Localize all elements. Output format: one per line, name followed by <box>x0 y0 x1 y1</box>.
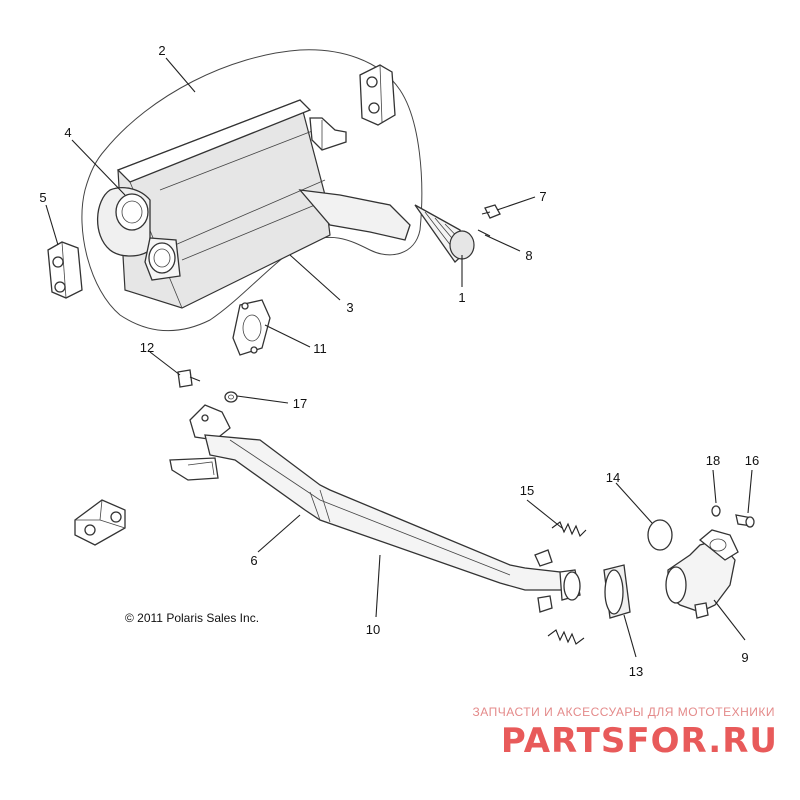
rubber-isolator-lower <box>74 499 126 546</box>
spring-lower <box>547 629 585 645</box>
callout-8: 8 <box>525 248 532 263</box>
callout-labels: 1 2 3 4 5 6 7 8 9 10 11 12 13 14 15 16 1… <box>39 43 759 679</box>
watermark-tagline: ЗАПЧАСТИ И АКСЕССУАРЫ ДЛЯ МОТОТЕХНИКИ <box>473 705 775 719</box>
muffler <box>97 99 411 309</box>
gasket-11 <box>232 299 271 356</box>
callout-16: 16 <box>745 453 759 468</box>
watermark-brand: PARTSFOR.RU <box>501 721 778 761</box>
heat-shield-outline <box>81 49 423 332</box>
callout-11: 11 <box>313 341 327 356</box>
nut-17 <box>224 391 238 403</box>
callout-14: 14 <box>606 470 620 485</box>
callout-13: 13 <box>629 664 643 679</box>
head-pipe <box>169 404 581 613</box>
rubber-isolator-5 <box>47 241 83 299</box>
spring-15-upper <box>551 521 587 537</box>
watermark: ЗАПЧАСТИ И АКСЕССУАРЫ ДЛЯ МОТОТЕХНИКИ PA… <box>473 705 778 761</box>
screw-8 <box>477 229 491 237</box>
callout-5: 5 <box>39 190 46 205</box>
callout-15: 15 <box>520 483 534 498</box>
callout-17: 17 <box>293 396 307 411</box>
o-ring-14 <box>647 519 673 551</box>
callout-6: 6 <box>250 553 257 568</box>
callout-18: 18 <box>706 453 720 468</box>
callout-3: 3 <box>346 300 353 315</box>
leader-lines <box>45 57 753 658</box>
spark-arrestor <box>414 204 475 263</box>
rubber-isolator-top <box>359 64 396 126</box>
bolt-12 <box>177 369 201 388</box>
washer-18 <box>711 505 721 517</box>
seal-13 <box>603 564 631 619</box>
bolt-16 <box>735 514 755 528</box>
bolt-7 <box>481 204 501 219</box>
copyright-notice: © 2011 Polaris Sales Inc. <box>125 611 259 625</box>
callout-2: 2 <box>158 43 165 58</box>
callout-4: 4 <box>64 125 71 140</box>
callout-10: 10 <box>366 622 380 637</box>
callout-12: 12 <box>140 340 154 355</box>
callout-7: 7 <box>539 189 546 204</box>
elbow-pipe-9 <box>665 529 739 619</box>
callout-1: 1 <box>458 290 465 305</box>
callout-9: 9 <box>741 650 748 665</box>
